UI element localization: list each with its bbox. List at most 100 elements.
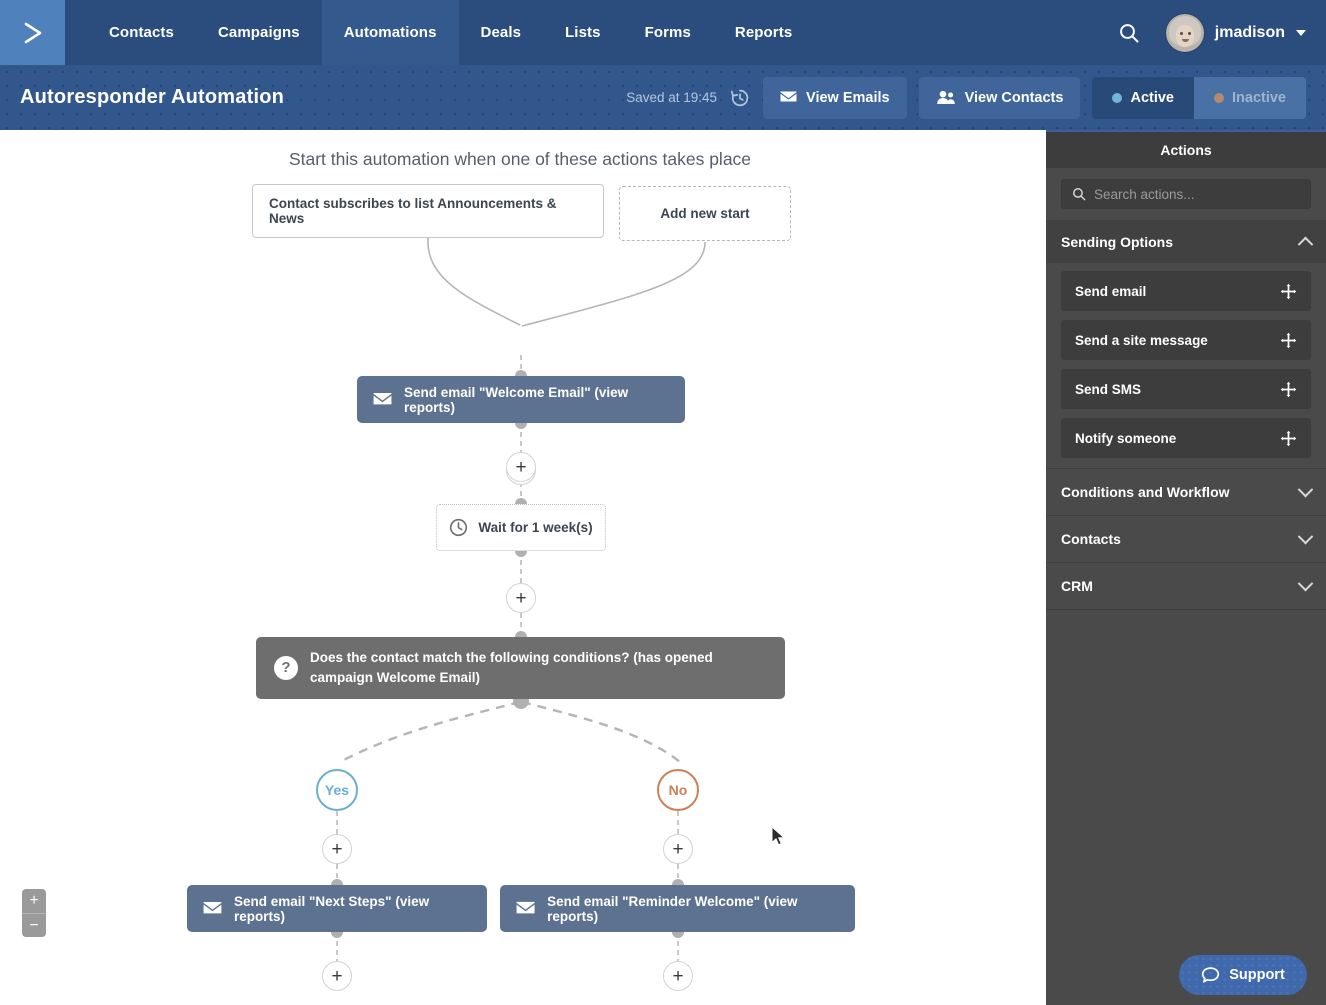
wait-node[interactable]: Wait for 1 week(s) — [436, 504, 606, 551]
sidebar-title: Actions — [1046, 132, 1326, 168]
add-step-button-after-email[interactable]: + — [506, 452, 536, 482]
app-logo[interactable] — [0, 0, 65, 65]
send-email-node-reminder[interactable]: Send email "Reminder Welcome" (view repo… — [500, 885, 855, 932]
sidebar-section-contacts[interactable]: Contacts — [1046, 516, 1326, 563]
sidebar-section-conditions-workflow[interactable]: Conditions and Workflow — [1046, 469, 1326, 516]
send-email-label: Send email "Next Steps" (view reports) — [233, 893, 430, 924]
nav-label: Automations — [343, 24, 437, 41]
support-button[interactable]: Support — [1179, 955, 1307, 995]
active-status-dot — [1112, 92, 1123, 103]
chevron-right-logo-icon — [24, 22, 41, 43]
search-button[interactable] — [1110, 22, 1148, 44]
action-item-label: Send a site message — [1075, 332, 1208, 348]
header-actions: Saved at 19:45 View Emails — [626, 76, 1306, 119]
plus-label: + — [331, 838, 343, 860]
branch-yes-node[interactable]: Yes — [316, 769, 358, 811]
status-active-button[interactable]: Active — [1092, 76, 1194, 119]
drag-handle-icon — [1280, 430, 1297, 446]
chevron-down-icon — [1296, 29, 1306, 36]
zoom-in-button[interactable]: + — [22, 889, 46, 913]
view-emails-label: View Emails — [806, 89, 890, 106]
envelope-icon — [516, 901, 535, 914]
section-label: Conditions and Workflow — [1061, 484, 1230, 500]
condition-label: Does the contact match the following con… — [310, 650, 713, 685]
branch-no-label: No — [668, 782, 688, 798]
add-step-button-yes[interactable]: + — [322, 834, 352, 864]
nav-item-contacts[interactable]: Contacts — [87, 0, 196, 65]
nav-item-lists[interactable]: Lists — [543, 0, 623, 65]
sidebar-section-sending-options[interactable]: Sending Options — [1046, 221, 1326, 263]
action-item-send-email[interactable]: Send email — [1061, 271, 1311, 311]
add-step-button-after-wait[interactable]: + — [506, 583, 536, 613]
username-label: jmadison — [1214, 23, 1285, 41]
view-emails-button[interactable]: View Emails — [763, 76, 907, 119]
search-actions-box[interactable] — [1061, 179, 1311, 209]
history-clock-icon — [730, 89, 749, 106]
sidebar-search-wrap — [1046, 168, 1326, 221]
zoom-out-label: − — [29, 916, 39, 934]
history-button[interactable] — [729, 87, 751, 109]
wait-label: Wait for 1 week(s) — [478, 520, 593, 535]
send-email-label: Send email "Reminder Welcome" (view repo… — [547, 893, 798, 924]
add-step-button-no-end[interactable]: + — [663, 961, 693, 991]
section-label: CRM — [1061, 578, 1093, 594]
nav-item-reports[interactable]: Reports — [713, 0, 814, 65]
nav-right-group: jmadison — [1110, 0, 1326, 65]
user-menu[interactable]: jmadison — [1165, 13, 1306, 52]
send-email-node-welcome[interactable]: Send email "Welcome Email" (view reports… — [357, 376, 685, 423]
inactive-label: Inactive — [1232, 89, 1286, 106]
support-label: Support — [1229, 967, 1285, 983]
chevron-up-icon — [1297, 236, 1314, 253]
action-item-label: Notify someone — [1075, 430, 1177, 446]
search-icon — [1119, 23, 1139, 42]
automation-header-bar: Autoresponder Automation Saved at 19:45 … — [0, 65, 1326, 130]
branch-yes-label: Yes — [324, 782, 350, 798]
action-item-label: Send email — [1075, 283, 1147, 299]
nav-item-campaigns[interactable]: Campaigns — [196, 0, 322, 65]
nav-label: Deals — [480, 24, 522, 41]
nav-item-deals[interactable]: Deals — [459, 0, 544, 65]
branch-no-node[interactable]: No — [657, 769, 699, 811]
drag-handle-icon — [1280, 332, 1297, 348]
section-label: Sending Options — [1061, 233, 1173, 250]
nav-label: Lists — [565, 24, 601, 41]
saved-status: Saved at 19:45 — [626, 90, 718, 105]
status-toggle-group: Active Inactive — [1092, 76, 1306, 119]
people-icon — [936, 90, 955, 104]
envelope-icon — [203, 901, 222, 914]
plus-label: + — [672, 838, 684, 860]
trigger-node[interactable]: Contact subscribes to list Announcements… — [252, 184, 604, 238]
nav-label: Forms — [644, 24, 691, 41]
action-item-notify-someone[interactable]: Notify someone — [1061, 418, 1311, 458]
automation-canvas[interactable]: Start this automation when one of these … — [0, 130, 1046, 1005]
view-contacts-label: View Contacts — [964, 89, 1064, 106]
action-item-send-site-message[interactable]: Send a site message — [1061, 320, 1311, 360]
sending-options-items: Send email Send a site message Send SMS — [1046, 263, 1326, 469]
sidebar-section-crm[interactable]: CRM — [1046, 563, 1326, 610]
drag-handle-icon — [1280, 381, 1297, 397]
chevron-down-icon — [1297, 528, 1314, 544]
add-step-button-no[interactable]: + — [663, 834, 693, 864]
nav-item-automations[interactable]: Automations — [321, 0, 459, 65]
zoom-controls: + − — [22, 889, 46, 937]
chat-bubble-icon — [1202, 966, 1220, 983]
add-step-button-yes-end[interactable]: + — [322, 961, 352, 991]
start-prompt: Start this automation when one of these … — [0, 149, 1040, 170]
status-inactive-button[interactable]: Inactive — [1194, 76, 1306, 119]
condition-node[interactable]: ? Does the contact match the following c… — [256, 637, 785, 699]
send-email-node-next-steps[interactable]: Send email "Next Steps" (view reports) — [187, 885, 487, 932]
top-navigation-bar: Contacts Campaigns Automations Deals Lis… — [0, 0, 1326, 65]
view-contacts-button[interactable]: View Contacts — [918, 76, 1081, 119]
avatar — [1165, 13, 1204, 52]
send-email-label: Send email "Welcome Email" (view reports… — [404, 384, 629, 415]
add-new-start-button[interactable]: Add new start — [619, 186, 791, 241]
zoom-out-button[interactable]: − — [22, 913, 46, 937]
action-item-send-sms[interactable]: Send SMS — [1061, 369, 1311, 409]
zoom-in-label: + — [29, 892, 39, 909]
envelope-icon — [780, 91, 797, 102]
chevron-down-icon — [1297, 481, 1314, 497]
search-actions-input[interactable] — [1094, 186, 1300, 202]
add-new-start-label: Add new start — [660, 206, 750, 221]
nav-item-forms[interactable]: Forms — [623, 0, 713, 65]
